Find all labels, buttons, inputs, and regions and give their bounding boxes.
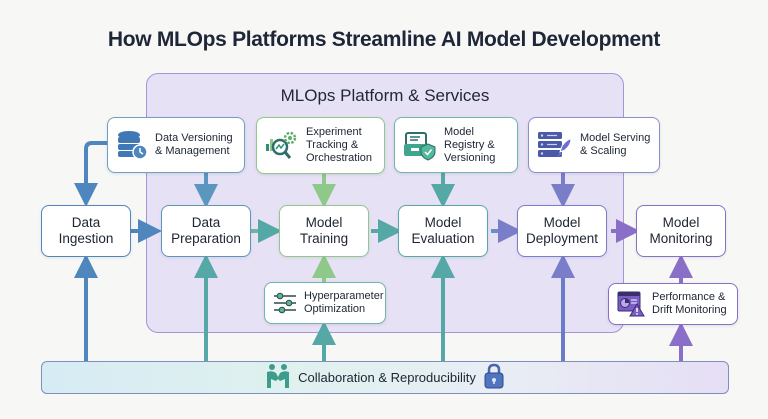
stage-label-line2: Preparation <box>171 231 241 246</box>
database-clock-icon <box>116 129 148 161</box>
service-data-versioning: Data Versioning& Management <box>107 117 245 173</box>
stage-label-line1: Model <box>543 215 581 230</box>
diagram-title: How MLOps Platforms Streamline AI Model … <box>107 28 661 51</box>
service-label-line1: Model <box>444 125 474 138</box>
sliders-icon <box>273 292 297 314</box>
service-label-line1: Model Serving <box>580 132 651 144</box>
stage-label-line1: Model <box>424 215 462 230</box>
service-performance-drift-monitoring: Performance &Drift Monitoring <box>608 283 738 325</box>
platform-title: MLOps Platform & Services <box>280 86 490 105</box>
foundation-label: Collaboration & Reproducibility <box>298 370 476 385</box>
service-label-line2: Registry & <box>444 138 495 151</box>
service-label-line2: Tracking & <box>306 139 359 151</box>
stage-label-line2: Evaluation <box>411 231 475 246</box>
stage-label-line2: Training <box>299 231 349 246</box>
lock-icon <box>484 363 504 392</box>
service-label-line2: & Management <box>155 145 230 157</box>
handshake-people-icon <box>266 363 290 392</box>
stage-label-line2: Monitoring <box>649 231 713 246</box>
service-label-line2: & Scaling <box>580 145 627 157</box>
dashboard-warning-icon <box>617 291 645 317</box>
stage-label-line2: Deployment <box>525 231 599 246</box>
stage-label-line1: Data <box>71 215 101 230</box>
stage-label-line1: Model <box>305 215 343 230</box>
service-label-line1: Performance & <box>652 291 726 303</box>
stage-label-line2: Ingestion <box>58 231 114 246</box>
arrow-versioning-to-ingestion <box>74 141 108 207</box>
stage-label-line1: Model <box>662 215 700 230</box>
service-label-line2: Optimization <box>304 303 366 315</box>
stage-label-line1: Data <box>191 215 221 230</box>
service-label-line1: Hyperparameter <box>304 290 384 302</box>
service-label-line3: Versioning <box>444 151 496 164</box>
service-label-line2: Drift Monitoring <box>652 304 727 316</box>
server-rocket-icon <box>537 129 573 161</box>
service-label-line1: Experiment <box>306 126 362 138</box>
folder-shield-icon <box>403 129 437 161</box>
collaboration-reproducibility-bar: Collaboration & Reproducibility <box>41 361 729 394</box>
service-label-line3: Orchestration <box>306 152 373 164</box>
chart-magnifier-gear-icon <box>265 130 299 162</box>
service-model-serving: Model Serving& Scaling <box>528 117 660 173</box>
service-label-line1: Data Versioning <box>155 132 233 144</box>
